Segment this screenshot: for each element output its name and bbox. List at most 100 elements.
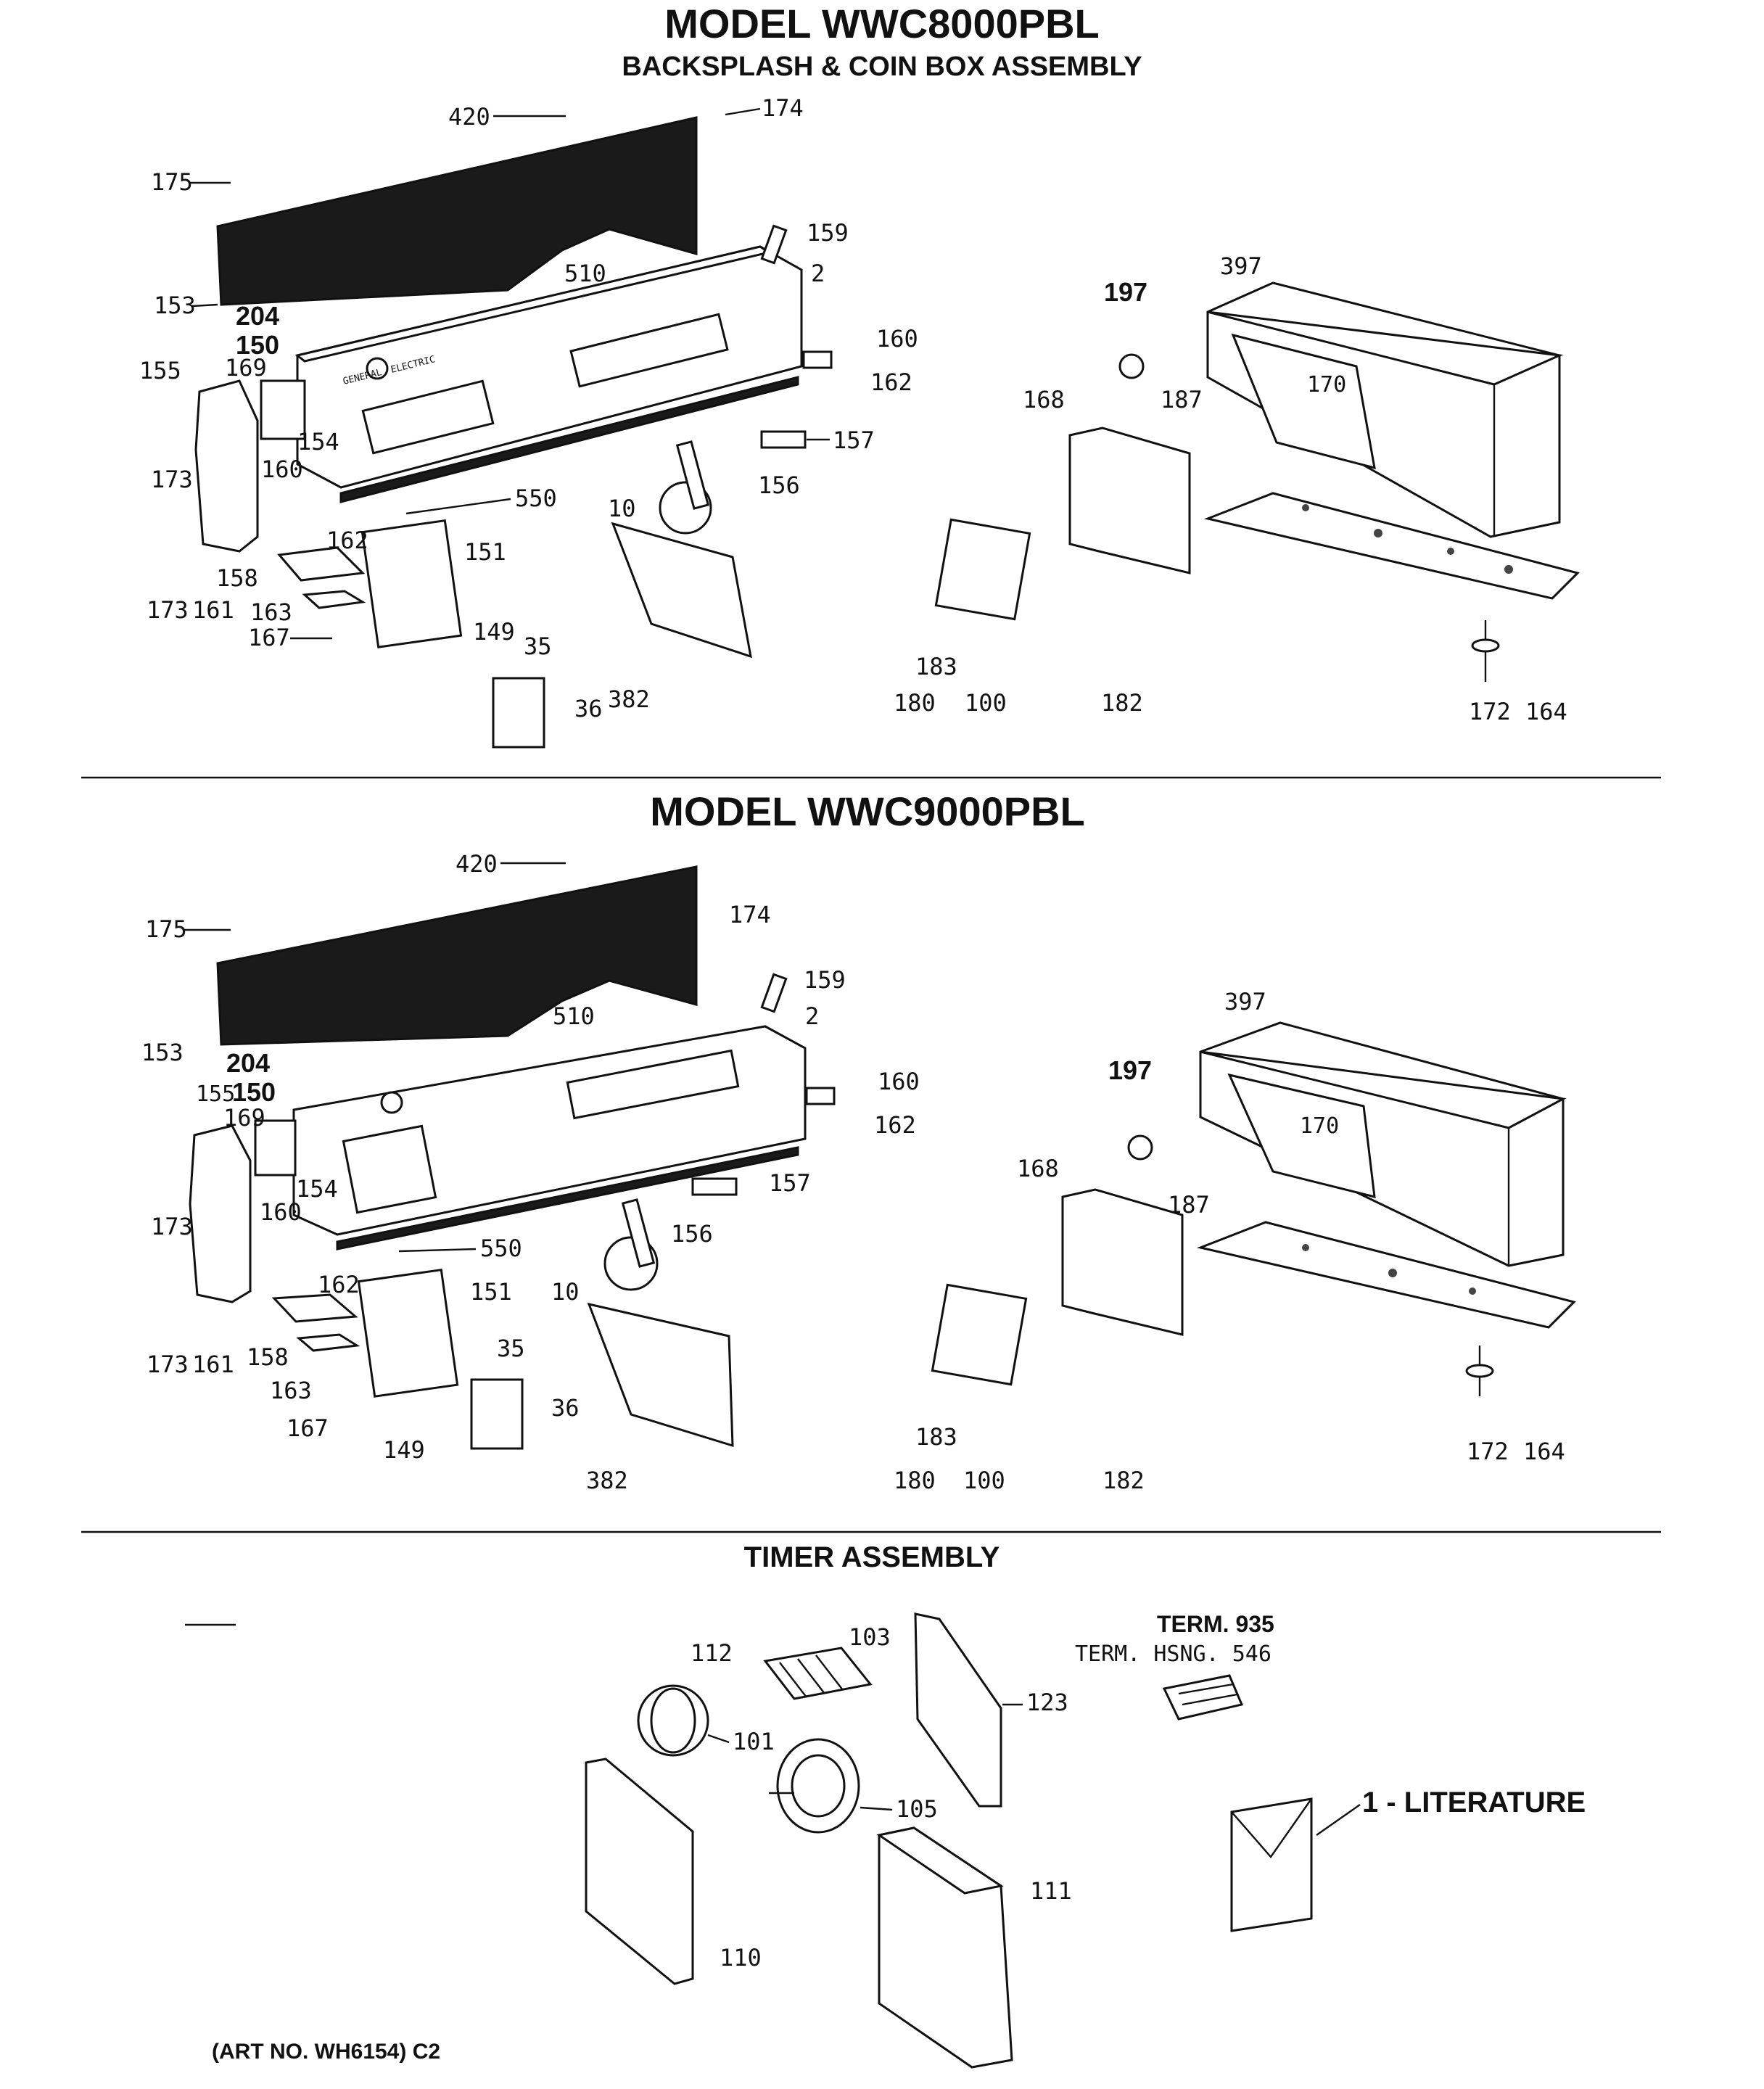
callout-9000-169: 169: [223, 1104, 265, 1132]
panel-trim-strip: [339, 376, 799, 503]
callout-8000-550: 550: [515, 485, 557, 512]
callout-8000-159: 159: [807, 219, 849, 247]
callout-8000-197: 197: [1104, 277, 1147, 307]
clip-163: [302, 590, 366, 609]
art-number: (ART NO. WH6154) C2: [212, 2040, 440, 2064]
section-model-9000: MODEL WWC9000PBL 420 174: [141, 788, 1576, 1494]
callout-9000-163: 163: [270, 1377, 312, 1404]
timer-plate-123: [914, 1612, 1002, 1808]
callout-8000-162l: 162: [326, 527, 368, 554]
cover-382: [611, 522, 752, 659]
callout-8000-170: 170: [1307, 372, 1346, 397]
section-subtitle-8000: BACKSPLASH & COIN BOX ASSEMBLY: [622, 51, 1142, 82]
callout-9000-162r: 162: [874, 1111, 916, 1139]
callout-8000-167: 167: [248, 624, 290, 651]
callout-8000-150: 150: [236, 330, 279, 360]
selector-buttons-8000: [361, 379, 495, 455]
callout-9000-174: 174: [729, 901, 771, 928]
callout-8000-182: 182: [1101, 689, 1143, 717]
callout-8000-420: 420: [448, 103, 490, 131]
screw-172-head: [1471, 638, 1500, 653]
callout-timer-101: 101: [733, 1728, 775, 1755]
callout-timer-123: 123: [1026, 1689, 1068, 1716]
frame-151: [360, 519, 463, 648]
callout-9000-397: 397: [1224, 988, 1266, 1015]
coin-box-window: [1231, 333, 1376, 470]
callout-literature: 1 - LITERATURE: [1362, 1787, 1586, 1818]
side-bracket-9000: [189, 1124, 252, 1303]
display-windows-9000: [566, 1049, 740, 1120]
callout-8000-155: 155: [139, 357, 181, 384]
selector-buttons-9000: [342, 1124, 437, 1214]
knob-197: [1118, 353, 1145, 379]
callout-9000-168: 168: [1017, 1155, 1059, 1182]
callout-8000-183: 183: [915, 653, 957, 680]
callout-8000-157: 157: [833, 427, 875, 454]
callout-8000-149: 149: [473, 618, 515, 646]
callout-9000-2: 2: [805, 1002, 819, 1030]
callout-9000-167: 167: [287, 1414, 329, 1442]
rear-panel-9000: [216, 865, 698, 1046]
callout-9000-173b: 173: [147, 1351, 189, 1378]
callout-9000-151: 151: [470, 1278, 512, 1306]
callout-9000-197: 197: [1108, 1055, 1152, 1085]
coin-slide-182: [1068, 427, 1191, 574]
callout-9000-161: 161: [192, 1351, 234, 1378]
callout-9000-420: 420: [456, 850, 498, 878]
clip-160-9000: [805, 1087, 836, 1105]
callout-9000-175: 175: [145, 915, 187, 943]
callout-8000-169: 169: [225, 354, 267, 382]
callout-9000-164: 164: [1523, 1438, 1565, 1465]
callout-9000-36: 36: [551, 1394, 580, 1422]
ge-logo-9000: [380, 1091, 403, 1114]
terminal-block-35-9000: [470, 1378, 524, 1450]
callout-timer-110: 110: [720, 1944, 762, 1971]
rear-panel-8000: [216, 116, 698, 306]
callout-9000-159: 159: [804, 966, 846, 994]
callout-timer-105: 105: [896, 1795, 938, 1823]
callout-9000-157: 157: [769, 1169, 811, 1197]
bracket-158-9000: [271, 1293, 358, 1323]
callout-8000-10: 10: [608, 495, 636, 522]
callout-8000-158: 158: [216, 564, 258, 592]
section-model-8000: MODEL WWC8000PBL BACKSPLASH & COIN BOX A…: [139, 1, 1580, 749]
connector-103: [763, 1647, 873, 1700]
callout-timer-112: 112: [691, 1639, 733, 1667]
coin-box-397-9000: [1199, 1021, 1565, 1267]
callout-8000-173b: 173: [147, 596, 189, 624]
callout-8000-168: 168: [1023, 386, 1065, 413]
callout-9000-150: 150: [232, 1077, 276, 1107]
callout-9000-10: 10: [551, 1278, 580, 1306]
small-bracket-154: [260, 379, 306, 440]
callout-8000-36: 36: [574, 695, 603, 722]
callout-8000-163: 163: [250, 598, 292, 626]
callout-8000-154: 154: [297, 428, 339, 456]
callout-9000-382: 382: [586, 1467, 628, 1494]
clip-163-9000: [296, 1333, 360, 1352]
callout-9000-155: 155: [196, 1081, 235, 1107]
callout-9000-160r: 160: [878, 1068, 920, 1095]
callout-8000-2: 2: [811, 260, 825, 287]
callout-9000-170: 170: [1300, 1113, 1339, 1139]
side-bracket-8000: [194, 379, 259, 553]
terminal-housing-546: [1162, 1674, 1244, 1721]
section-title-9000: MODEL WWC9000PBL: [650, 788, 1084, 834]
callout-8000-151: 151: [464, 538, 506, 566]
callout-8000-100: 100: [965, 689, 1007, 717]
section-title-timer: TIMER ASSEMBLY: [744, 1541, 1000, 1573]
callout-8000-180: 180: [894, 689, 936, 717]
callout-9000-154: 154: [296, 1175, 338, 1203]
callout-8000-35: 35: [524, 633, 552, 660]
coin-box-window-9000: [1227, 1073, 1376, 1198]
callout-term-hsng-546: TERM. HSNG. 546: [1075, 1641, 1272, 1667]
callout-9000-162l: 162: [318, 1271, 360, 1298]
coin-mechanism-100: [934, 518, 1031, 621]
timer-base-110: [585, 1758, 694, 1985]
callout-term-935: TERM. 935: [1157, 1611, 1274, 1637]
coin-mechanism-100-9000: [931, 1283, 1028, 1386]
callout-8000-204: 204: [236, 301, 279, 331]
callout-timer-111: 111: [1030, 1877, 1072, 1905]
clip-160: [802, 350, 833, 369]
callout-9000-182: 182: [1102, 1467, 1145, 1494]
